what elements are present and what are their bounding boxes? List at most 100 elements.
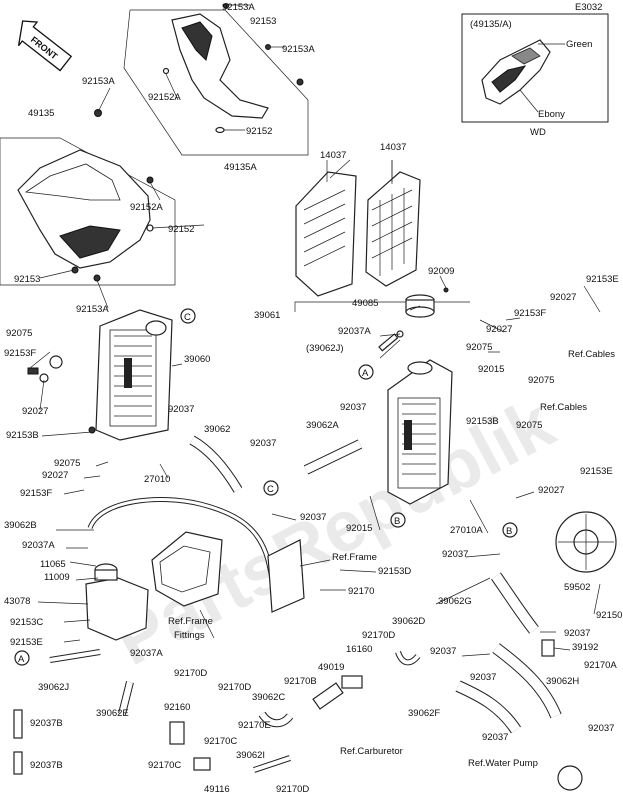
label-92170B: 92170B (284, 676, 317, 687)
label-92075-4: 92075 (516, 420, 542, 431)
label-fittings: Fittings (174, 630, 205, 641)
callout-b-2: B (502, 522, 518, 538)
label-92075-3: 92075 (6, 328, 32, 339)
label-92037-2: 92037 (250, 438, 276, 449)
label-ref-water-pump: Ref.Water Pump (468, 758, 538, 769)
label-ref-carburetor: Ref.Carburetor (340, 746, 403, 757)
label-92075-1: 92075 (466, 342, 492, 353)
label-92153E-2: 92153E (580, 466, 613, 477)
label-16160: 16160 (346, 644, 372, 655)
inset-part-label: (49135/A) (470, 19, 512, 30)
label-39062J: 39062J (38, 682, 69, 693)
radiator-guard-left-icon (295, 171, 357, 297)
clip-92037B-2-icon (13, 751, 23, 775)
label-92153D: 92153D (378, 566, 411, 577)
label-92027-5: 92027 (538, 485, 564, 496)
label-92037-9: 92037 (588, 723, 614, 734)
diagram-code: E3032 (575, 2, 602, 13)
label-39062F: 39062F (408, 708, 440, 719)
label-14037-1: 14037 (320, 150, 346, 161)
label-92150: 92150 (596, 610, 622, 621)
label-92153E-3: 92153E (10, 637, 43, 648)
label-39062C: 39062C (252, 692, 285, 703)
shroud-49135-icon (17, 149, 151, 269)
label-92009: 92009 (428, 266, 454, 277)
label-92153A-3: 92153A (82, 76, 115, 87)
label-59502: 59502 (564, 582, 590, 593)
label-43078: 43078 (4, 596, 30, 607)
joint-39192-icon (541, 639, 555, 657)
label-92037B-2: 92037B (30, 760, 63, 771)
label-ref-frame-2: Ref.Frame (168, 616, 213, 627)
label-92015-2: 92015 (346, 523, 372, 534)
callout-b-1: B (390, 512, 406, 528)
label-92037A-2: 92037A (22, 540, 55, 551)
filter-16160-icon (341, 675, 363, 689)
label-11009: 11009 (44, 572, 70, 583)
label-39062A: 39062A (306, 420, 339, 431)
bracket-icon (267, 539, 305, 613)
label-92015-1: 92015 (478, 364, 504, 375)
label-11065: 11065 (40, 559, 66, 570)
label-92153F-2: 92153F (4, 348, 36, 359)
label-92037-4: 92037 (300, 512, 326, 523)
label-92027-1: 92027 (550, 292, 576, 303)
label-92170C-2: 92170C (148, 760, 181, 771)
label-92037A-3: 92037A (130, 648, 163, 659)
label-92037-3: 92037 (340, 402, 366, 413)
callout-c-2: C (263, 480, 279, 496)
radiator-left-icon (95, 309, 173, 441)
svg-text:A: A (362, 368, 369, 379)
label-92027-4: 92027 (42, 470, 68, 481)
svg-text:B: B (394, 516, 400, 527)
radiator-right-icon (387, 359, 453, 505)
label-92075-2: 92075 (528, 375, 554, 386)
label-92037B-1: 92037B (30, 718, 63, 729)
label-39062: 39062 (204, 424, 230, 435)
inset-caption: WD (530, 127, 546, 138)
label-27010: 27010 (144, 474, 170, 485)
label-ref-cables-1: Ref.Cables (568, 349, 615, 360)
label-39062B: 39062B (4, 520, 37, 531)
valve-49019-icon (312, 682, 344, 710)
label-39062G: 39062G (438, 596, 472, 607)
label-92170A: 92170A (584, 660, 617, 671)
fan-59502-icon (555, 511, 617, 573)
label-49116: 49116 (204, 784, 230, 795)
label-92037-10: 92037 (482, 732, 508, 743)
label-49135: 49135 (28, 108, 54, 119)
label-92153-1: 92153 (250, 16, 276, 27)
label-92153C: 92153C (10, 617, 43, 628)
callout-a-2: A (14, 650, 30, 666)
inset-ebony-label: Ebony (538, 109, 565, 120)
label-92037A-1: 92037A (338, 326, 371, 337)
label-92152-1: 92152 (246, 126, 272, 137)
label-92153-2: 92153 (14, 274, 40, 285)
label-92153A-4: 92153A (76, 304, 109, 315)
label-92170D-2: 92170D (174, 668, 207, 679)
valve-49116-icon (193, 757, 211, 771)
label-92027-3: 92027 (22, 406, 48, 417)
label-92160: 92160 (164, 702, 190, 713)
label-92153F-1: 92153F (514, 308, 546, 319)
label-39062I: 39062I (236, 750, 265, 761)
label-92153E-1: 92153E (586, 274, 619, 285)
label-ref-cables-2: Ref.Cables (540, 402, 587, 413)
label-39061: 39061 (254, 310, 280, 321)
label-92170C-1: 92170C (204, 736, 237, 747)
label-92152-2: 92152 (168, 224, 194, 235)
label-92153B-2: 92153B (6, 430, 39, 441)
radiator-cap-icon (405, 294, 435, 318)
label-39062D: 39062D (392, 616, 425, 627)
label-92152A-2: 92152A (130, 202, 163, 213)
label-39060: 39060 (184, 354, 210, 365)
label-92170D-1: 92170D (362, 630, 395, 641)
label-92037-6: 92037 (564, 628, 590, 639)
label-39192: 39192 (572, 642, 598, 653)
label-92153A-2: 92153A (282, 44, 315, 55)
callout-c-1: C (180, 308, 196, 324)
cap-92160-icon (169, 721, 185, 745)
label-39062J-paren: (39062J) (306, 343, 344, 354)
